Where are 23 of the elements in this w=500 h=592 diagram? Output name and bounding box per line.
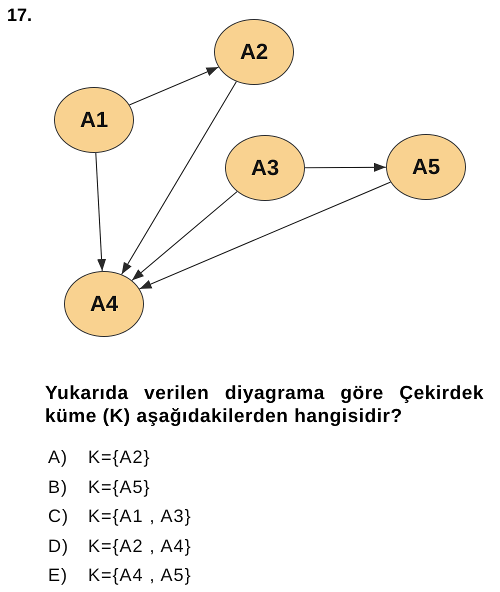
node-label: A1 [80, 108, 108, 132]
node-label: A5 [412, 155, 440, 179]
question-number: 17. [7, 4, 32, 26]
node-label: A4 [90, 292, 118, 316]
option-text: K={A5} [88, 476, 151, 497]
arrow [129, 66, 219, 106]
option-text: K={A2 , A4} [88, 536, 192, 556]
option-text: K={A2} [88, 447, 151, 467]
option-letter: C) [48, 506, 69, 526]
option-letter: E) [48, 565, 68, 586]
option-text: K={A1 , A3} [88, 506, 192, 526]
arrow [305, 162, 386, 172]
arrow [132, 191, 238, 281]
question-text: Yukarıda verilen diyagrama göre Çekirdek küme (K) aşağıdakilerden hangisidir? [45, 382, 484, 428]
arrow [121, 81, 237, 275]
option-text: K={A4 , A5} [88, 565, 192, 586]
node-label: A3 [250, 156, 280, 180]
option-letter: D) [48, 536, 69, 556]
arrow [139, 182, 391, 290]
node-label: A2 [240, 40, 268, 64]
option-letter: B) [48, 476, 68, 497]
arrow [95, 152, 106, 272]
option-letter: A) [48, 447, 68, 467]
